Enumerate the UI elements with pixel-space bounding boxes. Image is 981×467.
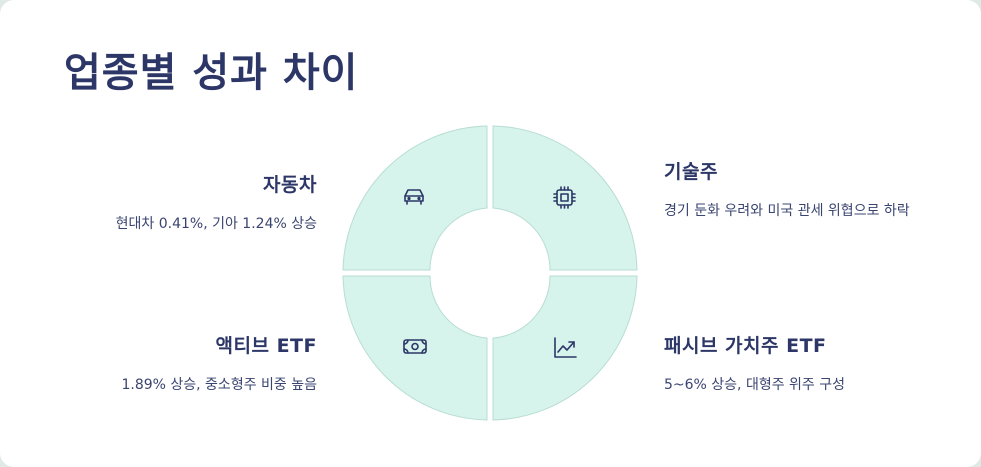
sector-tech: 기술주 경기 둔화 우려와 미국 관세 위협으로 하락 — [664, 157, 914, 223]
quadrant-active-etf — [342, 275, 488, 421]
page-title: 업종별 성과 차이 — [64, 50, 359, 96]
sector-active-etf: 액티브 ETF 1.89% 상승, 중소형주 비중 높음 — [57, 331, 317, 397]
quadrant-tech — [492, 125, 638, 271]
banknote-icon — [403, 339, 427, 354]
sector-passive-etf-desc: 5~6% 상승, 대형주 위주 구성 — [664, 377, 846, 393]
quadrant-auto — [342, 125, 488, 271]
sector-tech-name: 기술주 — [664, 161, 718, 183]
sector-passive-etf-name: 패시브 가치주 ETF — [664, 335, 827, 357]
sector-active-etf-name: 액티브 ETF — [215, 335, 317, 357]
sector-auto-desc: 현대차 0.41%, 기아 1.24% 상승 — [115, 216, 317, 232]
car-icon — [404, 189, 424, 205]
chip-icon — [553, 186, 576, 209]
sector-ring-diagram — [342, 125, 638, 421]
sector-tech-desc: 경기 둔화 우려와 미국 관세 위협으로 하락 — [664, 203, 910, 219]
trend-chart-icon — [554, 337, 577, 358]
sector-passive-etf: 패시브 가치주 ETF 5~6% 상승, 대형주 위주 구성 — [664, 331, 924, 397]
sector-auto: 자동차 현대차 0.41%, 기아 1.24% 상승 — [57, 170, 317, 236]
sector-auto-name: 자동차 — [263, 174, 317, 196]
sector-active-etf-desc: 1.89% 상승, 중소형주 비중 높음 — [121, 377, 317, 393]
